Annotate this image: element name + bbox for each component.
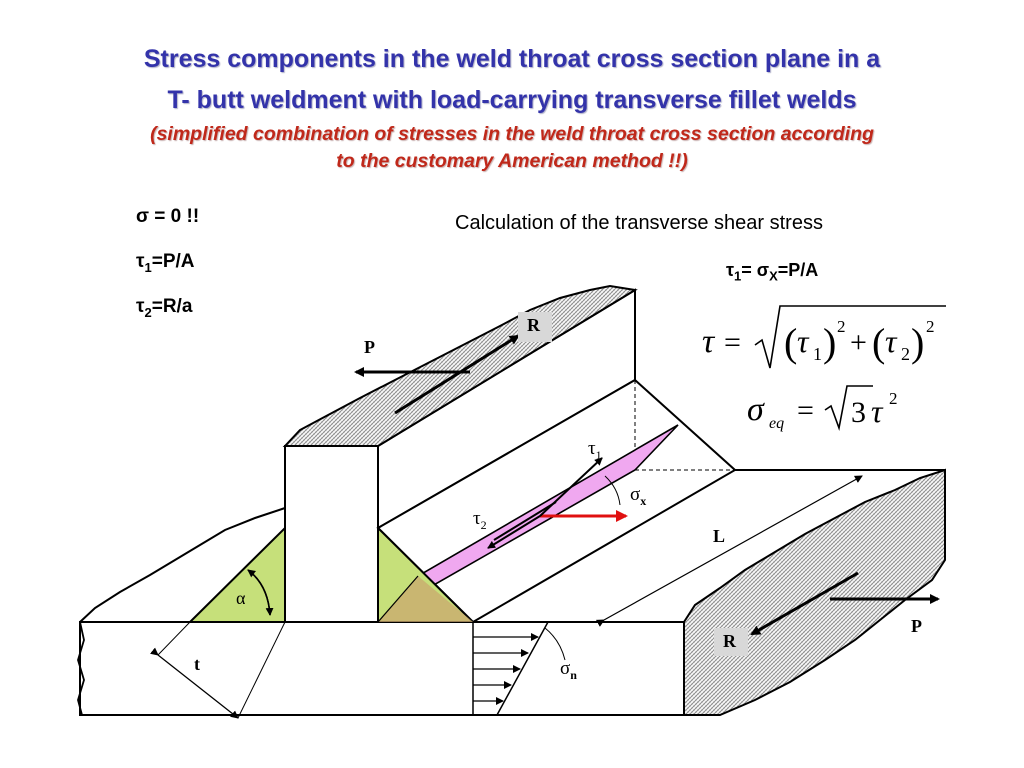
calc-heading: Calculation of the transverse shear stre… <box>455 212 823 234</box>
length-dimension-arrow <box>595 475 863 627</box>
label-tau2: τ2 <box>473 508 487 533</box>
formula-tau2-sub: 2 <box>144 304 152 320</box>
svg-text:τ: τ <box>702 323 716 360</box>
throat-dimension-arrow <box>150 647 239 719</box>
base-plate-left-edge <box>79 507 286 623</box>
svg-text:(: ( <box>872 320 885 365</box>
label-t: t <box>194 654 200 674</box>
label-P-left: P <box>364 337 375 357</box>
page-title-line2: T- butt weldment with load-carrying tran… <box>167 86 857 114</box>
label-R-top: R <box>527 315 540 335</box>
label-tau2-sub: 2 <box>480 517 487 532</box>
formula-tau2: τ2=R/a <box>136 296 192 320</box>
calc-tau1-eq-sigma: = σ <box>741 260 770 280</box>
label-sigma-n-sub: n <box>570 667 577 682</box>
sigma-n-arrows <box>473 633 539 705</box>
formula-tau1-symbol: τ <box>136 251 145 272</box>
label-P-right: P <box>911 616 922 636</box>
label-R-bottom-box <box>714 628 748 656</box>
throat-ext-line-2 <box>237 621 286 719</box>
label-sigma-n-symbol: σ <box>560 658 571 679</box>
svg-text:=: = <box>724 326 741 359</box>
sigma-n-profile <box>496 621 549 716</box>
svg-text:τ: τ <box>885 323 898 359</box>
label-tau1-symbol: τ <box>588 438 596 459</box>
page-title-line1: Stress components in the weld throat cro… <box>143 45 881 73</box>
base-plate-front-face <box>79 621 685 716</box>
svg-text:2: 2 <box>901 344 910 364</box>
svg-text:(: ( <box>784 320 797 365</box>
formula-tau1-sub: 1 <box>144 259 152 275</box>
formula-tau1: τ1=P/A <box>136 251 195 275</box>
svg-text:2: 2 <box>926 317 935 336</box>
calc-tau1-rhs: =P/A <box>777 260 819 280</box>
formula-tau2-symbol: τ <box>136 296 145 317</box>
throat-front-section <box>378 576 473 622</box>
svg-text:2: 2 <box>837 317 846 336</box>
force-R-bottom-arrow <box>750 571 859 636</box>
label-R-bottom: R <box>723 631 736 651</box>
calc-tau1-symbol: τ <box>726 260 735 280</box>
page-subtitle-line2: to the customary American method !!) <box>336 150 688 172</box>
label-sigma-x-sub: x <box>640 493 647 508</box>
label-R-top-box <box>518 312 552 342</box>
svg-text:τ: τ <box>797 323 810 359</box>
alpha-arc-back <box>247 569 271 616</box>
tau2-arrow-b <box>493 501 557 541</box>
base-plate-left-break <box>77 621 85 716</box>
equation-sigma-eq: σ eq = 3 τ 2 <box>747 385 898 432</box>
calc-tau1-sub: 1 <box>734 268 742 284</box>
formula-sigma-zero: σ = 0 !! <box>136 206 200 227</box>
calc-sigma-x-sub: X <box>769 268 778 284</box>
svg-text:1: 1 <box>813 344 822 364</box>
svg-text:): ) <box>823 320 836 365</box>
label-tau2-symbol: τ <box>473 508 481 529</box>
formula-tau2-rhs: =R/a <box>151 296 193 317</box>
svg-text:2: 2 <box>889 389 898 408</box>
svg-text:τ: τ <box>871 393 884 429</box>
svg-text:eq: eq <box>769 415 784 432</box>
label-sigma-x-symbol: σ <box>630 484 641 505</box>
label-sigma-n: σn <box>560 658 577 683</box>
page-subtitle-line1: (simplified combination of stresses in t… <box>150 123 874 145</box>
calc-tau1-line: τ1= σX=P/A <box>726 260 818 284</box>
web-front-face <box>284 445 379 623</box>
svg-text:3: 3 <box>851 396 866 429</box>
throat-ext-line-1 <box>157 621 191 656</box>
force-R-top-arrow <box>394 334 520 415</box>
throat-front-line <box>377 575 419 623</box>
svg-text:): ) <box>911 320 924 365</box>
tau2-arrow-a <box>487 515 541 549</box>
sigma-n-leader <box>544 627 566 661</box>
svg-text:=: = <box>797 394 814 427</box>
label-sigma-x: σx <box>630 484 646 509</box>
sigma-x-leader <box>604 475 621 506</box>
label-L: L <box>713 526 726 546</box>
svg-text:σ: σ <box>747 391 765 428</box>
label-tau1: τ1 <box>588 438 602 463</box>
label-alpha: α <box>236 588 246 608</box>
weld-fillet-left <box>187 525 286 623</box>
formula-tau1-rhs: =P/A <box>151 251 195 272</box>
svg-text:+: + <box>850 326 867 359</box>
label-tau1-sub: 1 <box>595 447 602 462</box>
equation-tau: τ = ( τ 1 ) 2 + ( τ 2 ) 2 <box>702 305 946 369</box>
